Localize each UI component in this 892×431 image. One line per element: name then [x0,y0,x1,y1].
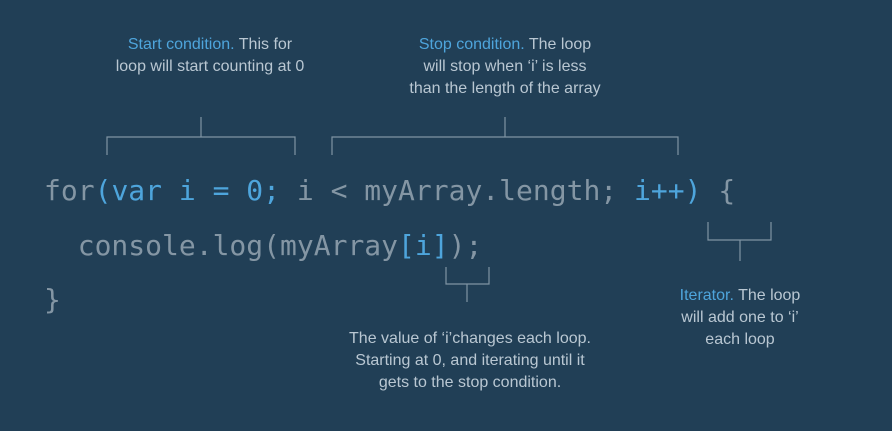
iterator-heading: Iterator. [679,287,734,304]
iterator-note: Iterator. The loop will add one to ‘i’ e… [650,285,830,351]
iterator-text-1: The loop [733,287,801,304]
stop-condition-text-3: than the length of the array [409,80,601,97]
value-of-i-text-1: The value of ‘i’changes each loop. [349,330,591,347]
start-condition-text-1: This for [234,36,293,53]
value-of-i-note: The value of ‘i’changes each loop. Start… [320,328,620,394]
value-of-i-text-3: gets to the stop condition. [378,374,562,391]
value-of-i-text-2: Starting at 0, and iterating until it [355,352,585,369]
increment-expression: i++ [617,174,685,207]
stop-condition-heading: Stop condition. [418,36,525,53]
code-line-for: for(var i = 0; i < myArray.length; i++) … [44,173,735,209]
open-brace: { [701,174,736,207]
code-line-body: console.log(myArray[i]); [44,228,483,264]
index-bracket [445,267,490,302]
start-condition-bracket [106,117,296,155]
start-condition-text-2: loop will start counting at 0 [115,58,305,75]
index-expression: [i] [398,229,449,262]
stop-condition-note: Stop condition. The loop will stop when … [370,34,640,100]
stop-condition-text-2: will stop when ‘i’ is less [423,58,587,75]
console-log-call: console.log(myArray [77,229,399,262]
close-brace: } [44,283,61,316]
condition-expression: i < myArray.length; [280,174,618,207]
call-end: ); [448,229,483,262]
open-paren: ( [94,174,112,207]
code-line-close: } [44,282,61,318]
init-expression: var i = 0; [111,174,281,207]
stop-condition-bracket [331,117,679,155]
for-keyword: for [44,174,95,207]
start-condition-note: Start condition. This for loop will star… [85,34,335,78]
iterator-text-2: will add one to ‘i’ [681,309,799,326]
start-condition-heading: Start condition. [127,36,235,53]
iterator-text-3: each loop [705,331,775,348]
close-paren: ) [684,174,702,207]
iterator-bracket [707,222,772,261]
stop-condition-text-1: The loop [524,36,592,53]
